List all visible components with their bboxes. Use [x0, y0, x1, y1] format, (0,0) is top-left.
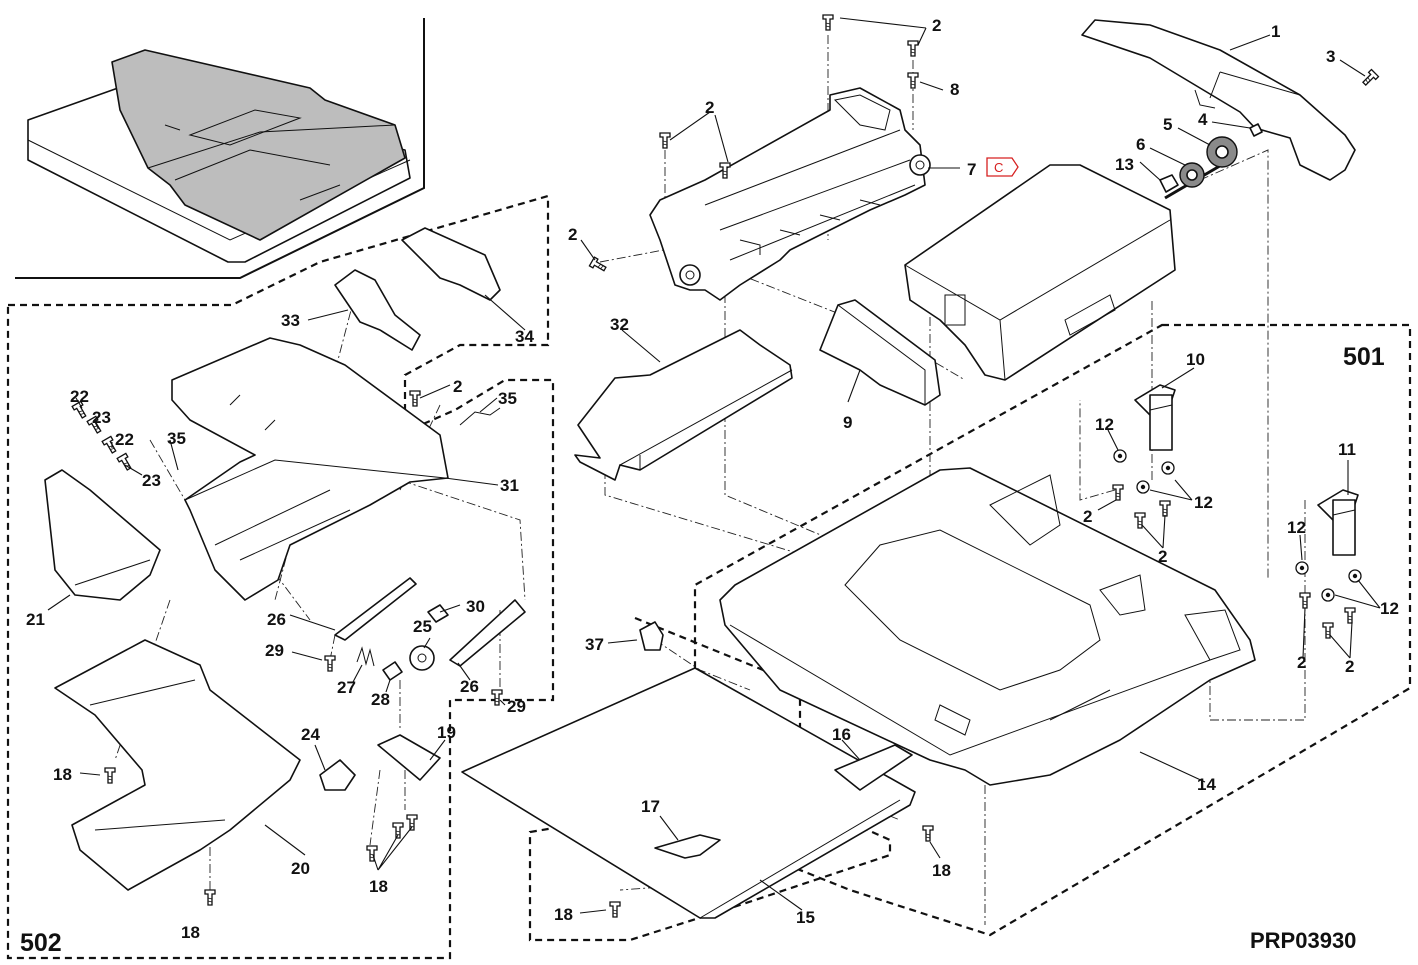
callout-31: 31: [500, 476, 519, 495]
callout-12: 12: [1287, 518, 1306, 537]
part-34-guide: [401, 227, 501, 301]
callout-4: 4: [1198, 110, 1208, 129]
callout-2: 2: [1083, 507, 1092, 526]
callout-26: 26: [267, 610, 286, 629]
callout-28: 28: [371, 690, 390, 709]
reference-mark-c: C: [986, 157, 1019, 177]
callout-labels: 2 8 2 2 7 1 3 4 5 6 13 10 11 12 12 12 12…: [26, 16, 1399, 942]
callout-20: 20: [291, 859, 310, 878]
callout-13: 13: [1115, 155, 1134, 174]
drawing-code: PRP03930: [1250, 928, 1356, 953]
part-32-cover: [574, 329, 793, 481]
part-31-document-tray: [171, 337, 449, 601]
main-frame-assembly: [649, 87, 931, 301]
callout-22: 22: [70, 387, 89, 406]
callout-18: 18: [369, 877, 388, 896]
callout-18: 18: [181, 923, 200, 942]
callout-19: 19: [437, 723, 456, 742]
callout-2: 2: [1345, 657, 1354, 676]
callout-6: 6: [1136, 135, 1145, 154]
part-37-stopper: [639, 621, 664, 651]
part-16-plate: [834, 744, 913, 791]
callout-12: 12: [1095, 415, 1114, 434]
group-501-boundary: [693, 323, 1412, 937]
upper-unit-housing: [904, 164, 1176, 381]
callout-18: 18: [932, 861, 951, 880]
callout-35: 35: [498, 389, 517, 408]
svg-text:C: C: [994, 160, 1003, 175]
part-11-solenoid: [1317, 489, 1359, 556]
callout-12: 12: [1194, 493, 1213, 512]
part-28-bracket: [382, 661, 403, 681]
part-20-lower-tray: [54, 639, 301, 891]
callout-3: 3: [1326, 47, 1335, 66]
callout-11: 11: [1338, 440, 1356, 459]
callout-35: 35: [167, 429, 186, 448]
callout-30: 30: [466, 597, 485, 616]
part-35-harness: [459, 407, 501, 426]
callout-33: 33: [281, 311, 300, 330]
callout-21: 21: [26, 610, 45, 629]
inset-assembled-view: [15, 18, 425, 279]
callout-23: 23: [92, 408, 111, 427]
callout-29: 29: [265, 641, 284, 660]
part-25-gear: [409, 645, 435, 671]
callout-9: 9: [843, 413, 852, 432]
callout-2: 2: [932, 16, 941, 35]
part-19-sensor-board: [377, 734, 441, 781]
part-9-guide-block: [819, 299, 941, 406]
callout-25: 25: [413, 617, 432, 636]
callout-10: 10: [1186, 350, 1205, 369]
callout-26: 26: [460, 677, 479, 696]
part-1-top-cover: [1081, 19, 1356, 181]
group-label-502: 502: [20, 929, 62, 957]
callout-17: 17: [641, 797, 660, 816]
part-27-spring: [356, 646, 375, 667]
part-17-bracket: [654, 834, 721, 859]
callout-32: 32: [610, 315, 629, 334]
callout-2: 2: [453, 377, 462, 396]
callout-18: 18: [554, 905, 573, 924]
part-14-base-frame: [719, 467, 1256, 786]
parts-5-6-13-drive: [1159, 136, 1238, 200]
part-26-rack-right: [449, 599, 526, 667]
callout-37: 37: [585, 635, 604, 654]
callout-8: 8: [950, 80, 959, 99]
callout-5: 5: [1163, 115, 1172, 134]
callout-23: 23: [142, 471, 161, 490]
part-10-solenoid: [1134, 384, 1176, 451]
callout-24: 24: [301, 725, 320, 744]
callout-2: 2: [705, 98, 714, 117]
part-33-guide: [334, 269, 421, 351]
callout-34: 34: [515, 327, 534, 346]
callout-15: 15: [796, 908, 815, 927]
callout-2: 2: [568, 225, 577, 244]
part-4-bushing: [1249, 123, 1263, 137]
leader-lines: [47, 17, 1381, 914]
part-30-holder: [427, 604, 449, 623]
part-26-rack-left: [334, 577, 417, 641]
callout-2: 2: [1158, 547, 1167, 566]
part-21-cover: [44, 469, 161, 601]
callout-16: 16: [832, 725, 851, 744]
bottom-cover-group-boundary: [528, 616, 892, 942]
callout-29: 29: [507, 697, 526, 716]
callout-7: 7: [967, 160, 976, 179]
group-label-501: 501: [1343, 343, 1385, 371]
callout-1: 1: [1271, 22, 1280, 41]
callout-14: 14: [1197, 775, 1216, 794]
callout-18: 18: [53, 765, 72, 784]
callout-27: 27: [337, 678, 356, 697]
callout-22: 22: [115, 430, 134, 449]
callout-12: 12: [1380, 599, 1399, 618]
part-24-harness: [319, 759, 356, 791]
callout-2: 2: [1297, 653, 1306, 672]
